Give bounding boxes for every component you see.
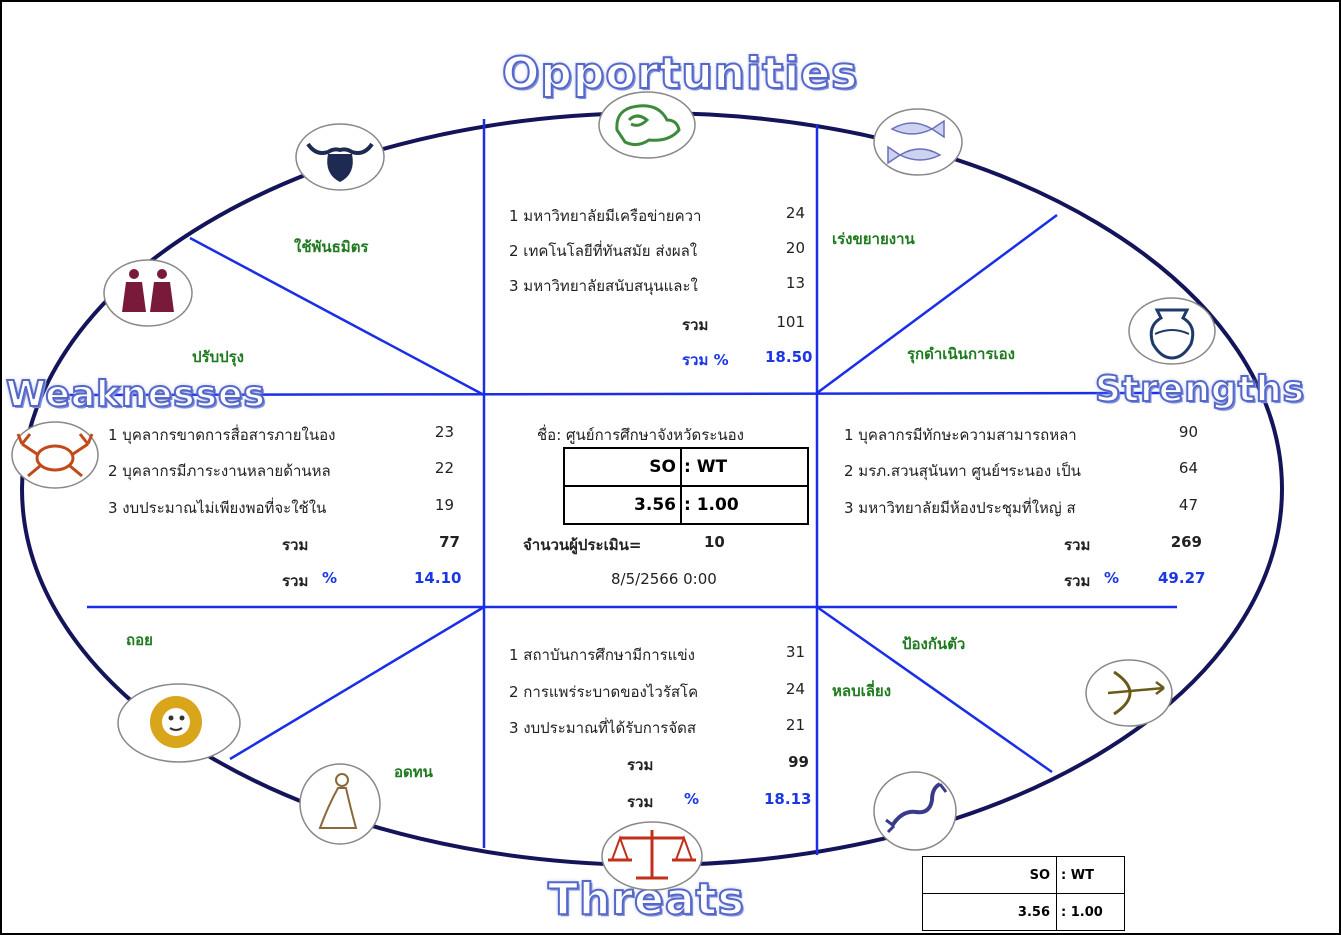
ram-icon (598, 91, 696, 159)
strategy-use-alliance: ใช้พันธมิตร (294, 238, 369, 256)
summary-so-value: 3.56 (922, 893, 1057, 931)
summary-wt-label: : WT (1056, 856, 1125, 894)
evaluator-count: 10 (704, 533, 725, 551)
opportunities-title: Opportunities (501, 47, 859, 100)
evaluation-date: 8/5/2566 0:00 (611, 570, 717, 588)
weakness-score-3: 19 (434, 496, 454, 514)
archer-icon (1085, 659, 1173, 727)
strength-pct-sign: % (1104, 569, 1120, 587)
weakness-pct-label: รวม (282, 572, 309, 590)
threat-total: 99 (788, 753, 809, 771)
threat-item-1: 1 สถาบันการศึกษามีการแข่ง (509, 646, 695, 664)
scales-icon (601, 821, 703, 891)
opportunity-item-1: 1 มหาวิทยาลัยมีเครือข่ายควา (509, 207, 702, 225)
threat-pct-label: รวม (627, 793, 654, 811)
strength-total: 269 (1170, 533, 1202, 551)
strategy-improve: ปรับปรุง (192, 348, 245, 366)
weakness-pct-sign: % (322, 569, 338, 587)
threat-pct: 18.13 (764, 790, 812, 808)
diagonal-top-right (816, 213, 1058, 395)
strategy-defend: ป้องกันตัว (902, 635, 966, 653)
twins-icon (103, 259, 193, 327)
threat-score-3: 21 (785, 716, 805, 734)
scorpion-icon (873, 771, 957, 851)
diagonal-bottom-left (229, 605, 485, 761)
weakness-item-2: 2 บุคลากรมีภาระงานหลายด้านหล (108, 462, 331, 480)
opportunity-total-label: รวม (682, 316, 709, 334)
strength-item-1: 1 บุคลากรมีทักษะความสามารถหลา (844, 426, 1077, 444)
strategy-endure: อดทน (394, 763, 433, 781)
maiden-icon (299, 763, 381, 845)
divider-upper-horizontal (61, 391, 1178, 397)
strength-pct-label: รวม (1064, 572, 1091, 590)
strength-item-3: 3 มหาวิทยาลัยมีห้องประชุมที่ใหญ่ ส (844, 499, 1076, 517)
diagonal-bottom-right (816, 605, 1053, 774)
center-wt-value: : 1.00 (680, 485, 809, 525)
opportunity-score-3: 13 (785, 274, 805, 292)
summary-wt-value: : 1.00 (1056, 893, 1125, 931)
opportunity-total: 101 (776, 313, 805, 331)
strength-score-2: 64 (1178, 459, 1198, 477)
threat-score-1: 31 (785, 643, 805, 661)
weaknesses-title: Weaknesses (5, 373, 266, 416)
weakness-item-1: 1 บุคลากรขาดการสื่อสารภายในอง (108, 426, 336, 444)
threat-item-3: 3 งบประมาณที่ได้รับการจัดส (509, 719, 697, 737)
weakness-score-2: 22 (434, 459, 454, 477)
strength-score-1: 90 (1178, 423, 1198, 441)
strategy-retreat: ถอย (126, 631, 153, 649)
strategy-proactive: รุกดำเนินการเอง (907, 345, 1015, 363)
strength-item-2: 2 มรภ.สวนสุนันทา ศูนย์ฯระนอง เป็น (844, 462, 1081, 480)
threat-item-2: 2 การแพร่ระบาดของไวรัสโค (509, 683, 699, 701)
strategy-accelerate: เร่งขยายงาน (832, 230, 915, 248)
opportunity-pct: 18.50 (765, 348, 813, 366)
center-wt-label: : WT (680, 447, 809, 487)
center-ratio-table: SO : WT 3.56 : 1.00 (563, 447, 809, 525)
lion-icon (117, 683, 241, 763)
strength-total-label: รวม (1064, 536, 1091, 554)
threat-score-2: 24 (785, 680, 805, 698)
weakness-total-label: รวม (282, 536, 309, 554)
center-so-value: 3.56 (563, 485, 682, 525)
opportunity-pct-label: รวม % (682, 351, 729, 369)
bull-icon (295, 123, 385, 191)
summary-so-label: SO (922, 856, 1057, 894)
strategy-avoid: หลบเลี่ยง (832, 682, 892, 700)
fish-icon (873, 108, 963, 176)
diagonal-top-left (189, 236, 485, 397)
water-jar-icon (1128, 297, 1216, 365)
weakness-item-3: 3 งบประมาณไม่เพียงพอที่จะใช้ใน (108, 499, 327, 517)
threat-pct-sign: % (684, 790, 700, 808)
crab-icon (11, 421, 99, 489)
center-name: ชื่อ: ศูนย์การศึกษาจังหวัดระนอง (537, 426, 744, 444)
center-so-label: SO (563, 447, 682, 487)
opportunity-score-2: 20 (785, 239, 805, 257)
opportunity-score-1: 24 (785, 204, 805, 222)
threat-total-label: รวม (627, 756, 654, 774)
opportunity-item-2: 2 เทคโนโลยีที่ทันสมัย ส่งผลใ (509, 242, 698, 260)
evaluator-count-label: จำนวนผู้ประเมิน= (523, 536, 642, 554)
strength-score-3: 47 (1178, 496, 1198, 514)
strengths-title: Strengths (1094, 368, 1305, 411)
summary-ratio-table: SO : WT 3.56 : 1.00 (922, 856, 1125, 931)
opportunity-item-3: 3 มหาวิทยาลัยสนับสนุนและใ (509, 277, 698, 295)
weakness-pct: 14.10 (414, 569, 462, 587)
weakness-total: 77 (439, 533, 460, 551)
weakness-score-1: 23 (434, 423, 454, 441)
strength-pct: 49.27 (1158, 569, 1206, 587)
